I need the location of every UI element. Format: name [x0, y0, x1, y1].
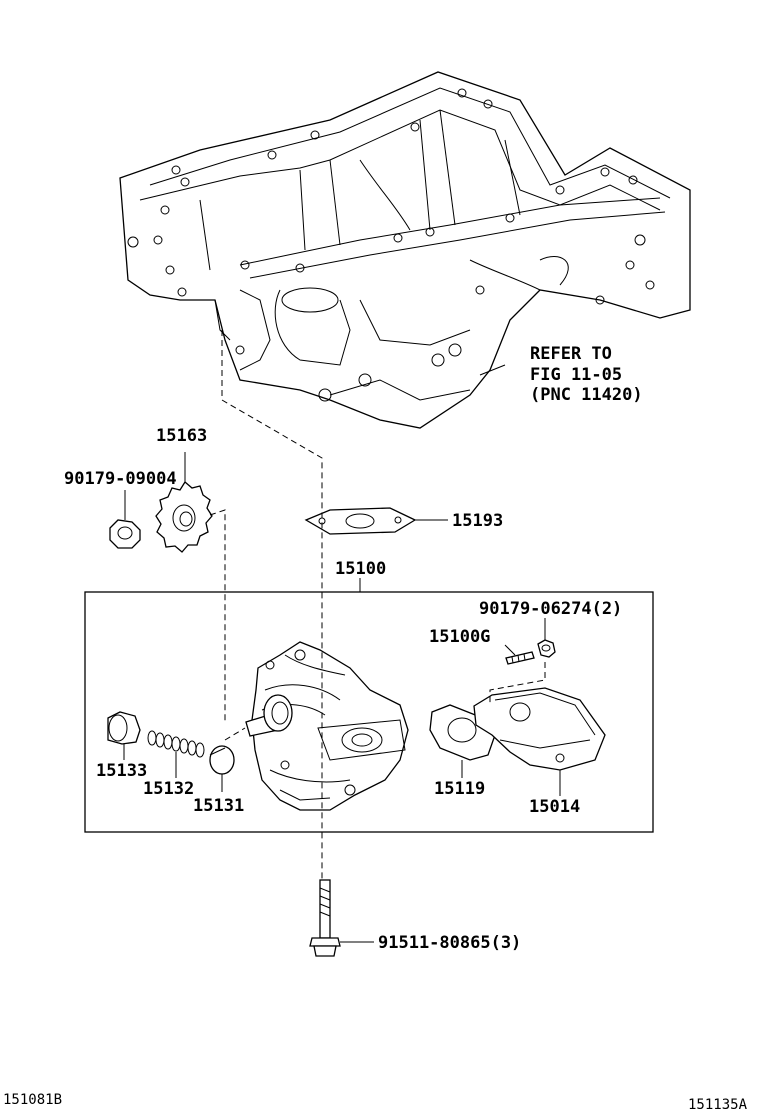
label-91511-80865[interactable]: 91511-80865(3) — [378, 933, 521, 953]
refer-line-1: REFER TO — [530, 344, 612, 364]
plug-15133 — [107, 711, 141, 745]
refer-line-2: FIG 11-05 — [530, 365, 622, 385]
label-15100[interactable]: 15100 — [335, 559, 386, 579]
stud-15100G — [505, 651, 535, 665]
label-15163[interactable]: 15163 — [156, 426, 207, 446]
bolt-91511-80865 — [309, 879, 341, 957]
alignment-guide-lines — [209, 330, 546, 880]
diagram-code-right: 151135A — [688, 1097, 748, 1112]
cover-15014 — [473, 687, 606, 771]
label-90179-09004[interactable]: 90179-09004 — [64, 469, 177, 489]
oil-pan-illustration — [119, 71, 691, 429]
label-90179-06274[interactable]: 90179-06274(2) — [479, 599, 622, 619]
spring-15132 — [147, 730, 205, 758]
label-15131[interactable]: 15131 — [193, 796, 244, 816]
label-15193[interactable]: 15193 — [452, 511, 503, 531]
label-15014[interactable]: 15014 — [529, 797, 580, 817]
label-15119[interactable]: 15119 — [434, 779, 485, 799]
label-15133[interactable]: 15133 — [96, 761, 147, 781]
gasket-15193 — [304, 507, 417, 535]
oil-pump-body — [245, 641, 409, 811]
leader-lines — [123, 364, 561, 943]
relief-valve-15131 — [209, 745, 235, 775]
nut-90179-09004 — [109, 519, 141, 549]
diagram-code-left: 151081B — [3, 1092, 62, 1108]
drive-sprocket-15163 — [155, 481, 213, 553]
oil-pump-assembly-frame — [84, 591, 654, 833]
nut-90179-06274 — [537, 639, 556, 658]
label-15100G[interactable]: 15100G — [429, 627, 490, 647]
label-15132[interactable]: 15132 — [143, 779, 194, 799]
refer-line-3[interactable]: (PNC 11420) — [530, 385, 643, 405]
